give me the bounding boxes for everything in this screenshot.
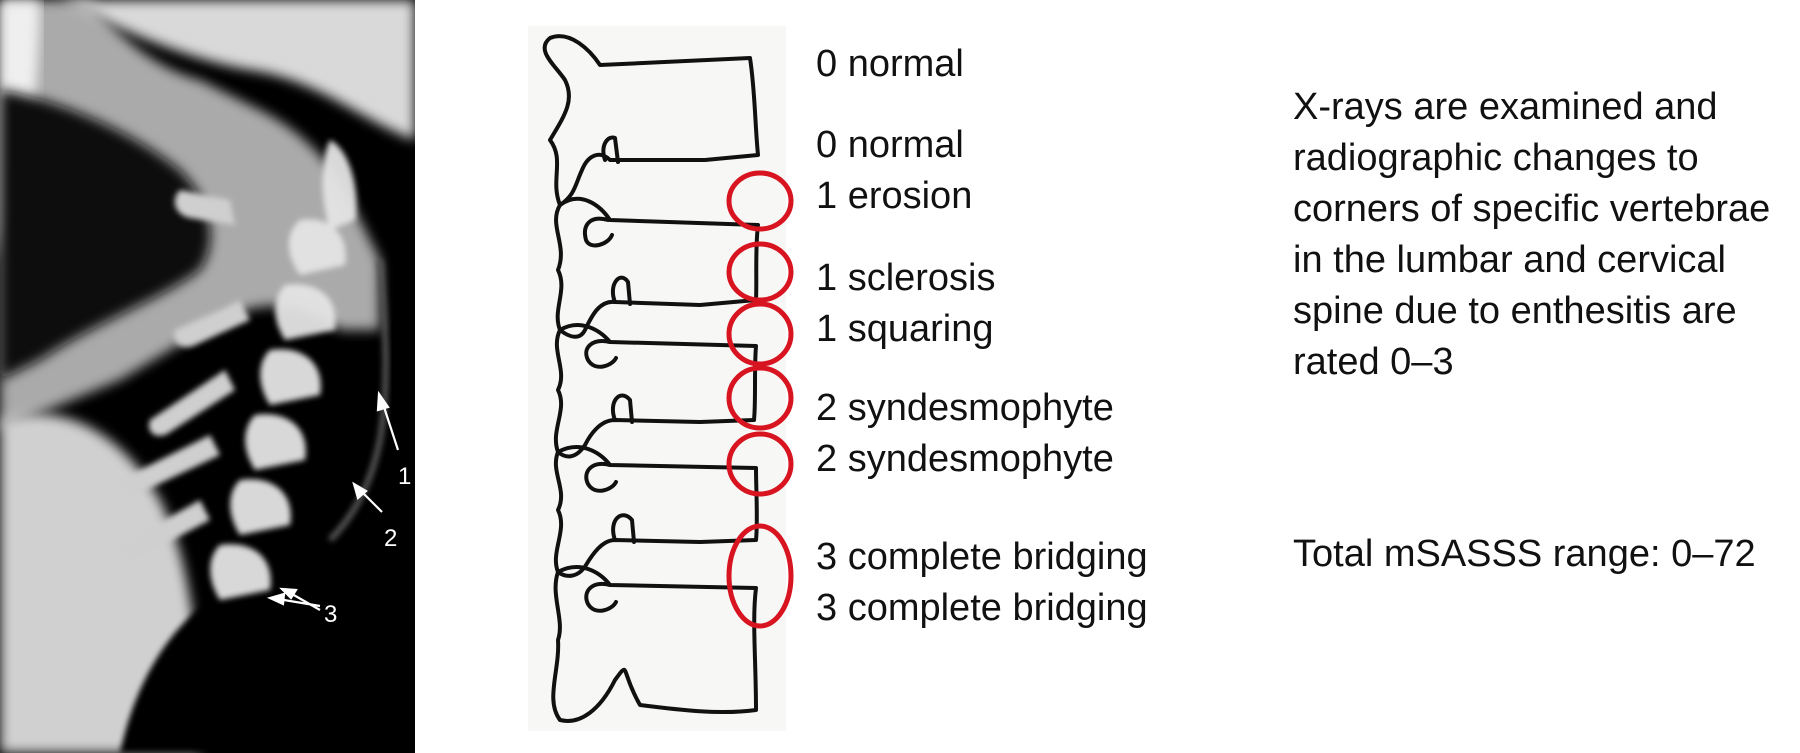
score-label-2: 0 normal — [816, 124, 964, 166]
vertebra-5 — [551, 565, 758, 723]
xray-annotation-2: 2 — [384, 525, 397, 552]
highlight-circle-1 — [726, 170, 794, 232]
xray-annotation-1: 1 — [398, 463, 411, 490]
score-label-9: 3 complete bridging — [816, 587, 1148, 629]
xray-annotation-3: 3 — [324, 601, 337, 628]
score-label-1: 0 normal — [816, 43, 964, 85]
highlight-circle-3 — [726, 301, 794, 367]
highlight-circle-5 — [726, 431, 794, 497]
vertebra-4 — [553, 445, 759, 578]
vertebra-3 — [553, 323, 758, 459]
score-label-8: 3 complete bridging — [816, 536, 1148, 578]
cervical-xray-image: 1 2 3 — [0, 0, 415, 753]
score-labels: 0 normal 0 normal 1 erosion 1 sclerosis … — [816, 0, 1196, 753]
highlight-circle-2 — [726, 241, 794, 303]
score-label-5: 1 squaring — [816, 308, 994, 350]
description-text: X-rays are examined and radiographic cha… — [1293, 86, 1771, 383]
highlight-circle-6 — [726, 523, 794, 629]
total-range-text: Total mSASSS range: 0–72 — [1293, 533, 1756, 575]
vertebra-diagram — [528, 26, 794, 731]
score-label-6: 2 syndesmophyte — [816, 387, 1114, 429]
score-label-7: 2 syndesmophyte — [816, 438, 1114, 480]
highlight-circle-4 — [726, 365, 794, 431]
vertebra-1 — [542, 34, 760, 207]
score-label-3: 1 erosion — [816, 175, 973, 217]
score-label-4: 1 sclerosis — [816, 257, 996, 299]
